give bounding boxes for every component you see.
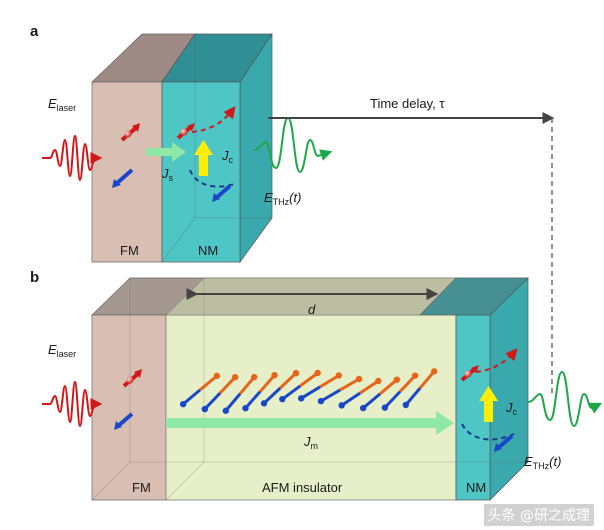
afm-spin-down-head xyxy=(381,404,389,411)
blue-dashed-trajectory-a xyxy=(189,169,235,188)
afm-spin-down xyxy=(340,391,361,407)
afm-spin-down xyxy=(383,390,402,409)
thickness-label: d xyxy=(308,302,316,317)
afm-spin-up-head xyxy=(335,372,343,379)
laser-pulse-a xyxy=(42,134,103,182)
spin-up-a xyxy=(120,123,140,142)
afm-spin-down xyxy=(182,388,201,406)
thz-label-b: ETHz(t) xyxy=(524,454,561,471)
afm-spin-down-head xyxy=(317,397,325,405)
afm-spin-down xyxy=(262,387,282,405)
charge-current-arrow-a xyxy=(194,140,213,176)
afm-spin-up xyxy=(199,374,218,392)
jc-label-a: Jc xyxy=(221,148,234,165)
afm-spin-down-head xyxy=(179,400,187,408)
afm-spin-up xyxy=(319,374,340,389)
spin-up-b xyxy=(122,369,142,388)
watermark: 头条 @研之成理 xyxy=(483,504,594,526)
thz-label-a: ETHz(t) xyxy=(264,190,301,207)
spin-current-arrow-a xyxy=(146,142,186,162)
fm-label-b: FM xyxy=(132,480,151,495)
afm-spin-up-head xyxy=(393,376,401,383)
afm-spin-up-head xyxy=(314,369,321,377)
afm-spin-down xyxy=(320,388,341,403)
nm-block-a xyxy=(161,32,273,264)
spin-down-a xyxy=(112,168,134,188)
afm-spin-up xyxy=(238,376,256,395)
afm-spin-up-head xyxy=(375,377,382,385)
afm-spin-up-head xyxy=(271,371,278,379)
afm-spin-down xyxy=(244,390,262,410)
afm-spin-up-head xyxy=(213,372,221,380)
afm-spin-up xyxy=(418,370,436,390)
panel-b-letter: b xyxy=(30,269,39,286)
nm-label-b: NM xyxy=(466,480,486,495)
magnon-current-arrow xyxy=(166,411,454,435)
afm-spin-down-head xyxy=(402,401,410,409)
time-delay-label: Time delay, τ xyxy=(370,96,445,111)
thz-pulse-b xyxy=(527,370,603,428)
nm-spin-up-b xyxy=(460,365,479,382)
afm-spin-down-head xyxy=(359,404,367,412)
afm-spin-up xyxy=(359,379,380,395)
panel-b: b d Elaser xyxy=(30,269,603,501)
charge-current-arrow-b xyxy=(479,386,498,422)
afm-label-b: AFM insulator xyxy=(262,480,343,495)
nm-spin-down-a xyxy=(212,184,232,202)
afm-spin-down-head xyxy=(260,400,268,407)
afm-spin-down xyxy=(203,392,222,411)
blue-dashed-trajectory-b xyxy=(461,423,515,441)
afm-spin-up xyxy=(339,377,360,392)
afm-spin-down xyxy=(281,384,301,401)
afm-spin-up xyxy=(258,374,276,393)
afm-spin-up xyxy=(299,371,319,388)
afm-spin-down-head xyxy=(297,395,305,402)
afm-spin-down xyxy=(300,385,321,400)
afm-spin-down xyxy=(404,387,422,406)
spin-down-b xyxy=(114,412,134,430)
fm-label-a: FM xyxy=(120,243,139,258)
afm-block-b xyxy=(165,314,457,501)
afm-spin-down-head xyxy=(201,405,209,413)
laser-pulse-b xyxy=(42,380,103,428)
afm-spin-up-head xyxy=(250,373,258,381)
red-dashed-trajectory-b xyxy=(475,348,518,373)
afm-spin-down-head xyxy=(279,395,286,403)
afm-spin-up xyxy=(218,376,237,395)
afm-spin-down-head xyxy=(242,405,249,412)
jm-label: Jm xyxy=(303,434,318,451)
afm-spin-up xyxy=(398,374,417,393)
jc-label-b: Jc xyxy=(505,400,518,417)
nm-spin-down-b xyxy=(494,434,514,452)
afm-spin-up-head xyxy=(292,369,300,377)
afm-spin-down-head xyxy=(338,402,345,409)
afm-spin-up-head xyxy=(430,368,438,375)
afm-spin-down xyxy=(224,392,242,412)
afm-spin-up-head xyxy=(231,373,239,381)
afm-spin-up xyxy=(379,378,398,396)
red-dashed-trajectory-a xyxy=(191,106,236,133)
laser-label-b: Elaser xyxy=(48,342,76,359)
nm-spin-up-a xyxy=(176,123,195,140)
panel-a: a Elaser xyxy=(30,23,555,395)
afm-spin-down xyxy=(362,392,381,410)
nm-label-a: NM xyxy=(198,243,218,258)
afm-spin-chain xyxy=(179,368,438,414)
right-face-b xyxy=(489,277,529,501)
afm-spin-up xyxy=(278,372,298,390)
panel-a-letter: a xyxy=(30,23,39,40)
afm-spin-up-head xyxy=(411,372,419,379)
afm-spin-up-head xyxy=(355,375,363,383)
js-label-a: Js xyxy=(161,166,174,183)
fm-block-b xyxy=(91,314,167,501)
afm-spin-down-head xyxy=(222,407,230,414)
laser-label-a: Elaser xyxy=(48,96,76,113)
